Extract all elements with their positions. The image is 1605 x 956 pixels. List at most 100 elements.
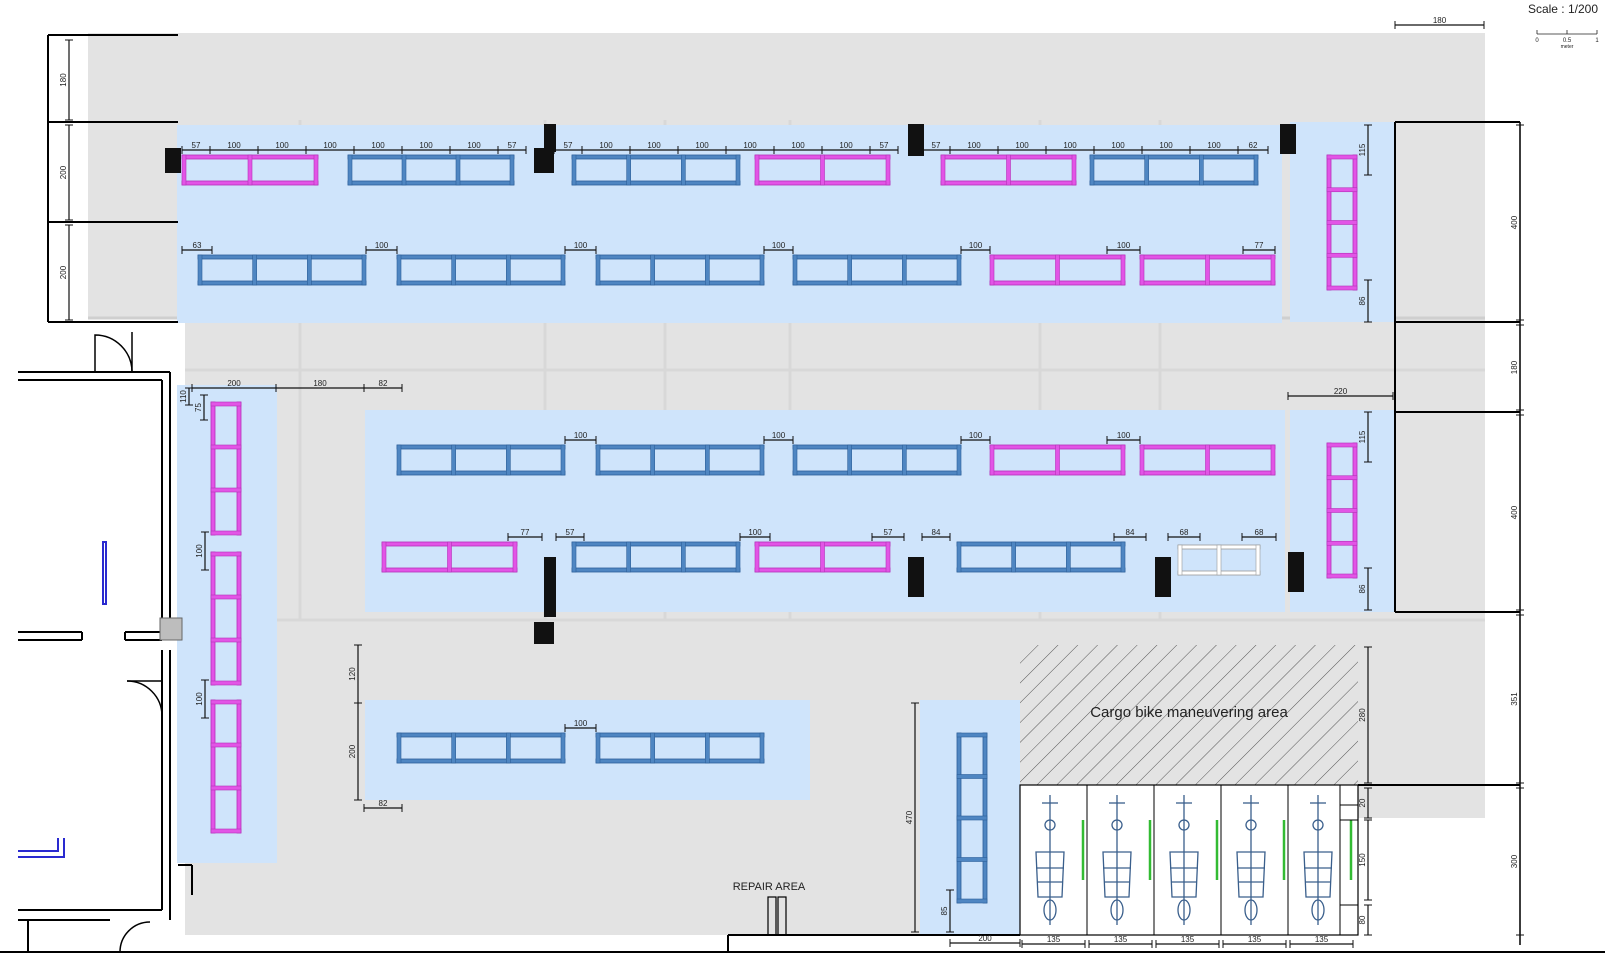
rack-blue [197,254,367,286]
rack-blue [792,254,962,286]
dimension-mark: 100 [195,531,209,571]
dimension-label: 100 [647,141,661,150]
dimension-mark: 300 [1510,787,1524,936]
dimension-mark: 82 [363,799,403,812]
dimension-label: 110 [179,390,188,403]
dimension-label: 100 [375,241,389,250]
dimension-label: 20 [1358,798,1367,807]
dimension-label: 115 [1358,143,1367,156]
rack-pink [754,154,891,186]
dimension-label: 62 [1249,141,1258,150]
cargo-bike-icon [1035,795,1065,925]
dimension-label: 100 [1015,141,1029,150]
dimension-mark: 135 [1222,935,1287,948]
rack-blue [347,154,515,186]
dimension-label: 100 [419,141,433,150]
dimension-label: 57 [932,141,941,150]
dimension-label: 280 [1358,708,1367,722]
cargo-bike-icon [1236,795,1266,925]
pillar [544,124,556,152]
dimension-mark: 200 [348,702,362,801]
dimension-label: 135 [1047,935,1061,944]
pillars [165,124,1304,644]
scale-bar [1536,30,1598,35]
dimension-label: 86 [1358,584,1367,593]
rack-blue [956,541,1126,573]
dimension-mark: 80 [1358,904,1372,936]
rack-blue [595,254,765,286]
dimension-label: 100 [574,431,588,440]
dimension-label: 200 [227,379,241,388]
dimension-label: 100 [574,241,588,250]
cargo-bike-bay [1153,785,1219,935]
cargo-maneuvering-label: Cargo bike maneuvering area [1090,704,1288,721]
dimension-mark: 68 [1241,528,1277,541]
dimension-label: 100 [748,528,762,537]
walls [0,34,1605,953]
rack-blue [571,541,741,573]
dimension-mark: 82 [363,379,403,392]
dimension-label: 135 [1181,935,1195,944]
dimension-mark: 86 [1358,279,1372,323]
dimension-label: 57 [192,141,201,150]
dimension-label: 200 [978,934,992,943]
dimension-label: 75 [194,403,203,412]
dimension-label: 100 [1117,241,1131,250]
rack-pink [1326,154,1358,291]
dimension-mark: 220 [1287,387,1394,400]
cargo-maneuvering-area [1020,645,1358,785]
dimension-label: 68 [1255,528,1264,537]
rack-blue [396,254,566,286]
dimension-label: 180 [1510,360,1519,374]
cargo-bike-icon [1102,795,1132,925]
pillar [165,148,181,173]
dimension-label: 180 [59,73,68,87]
blue-door-marks [18,541,107,858]
scale-label: Scale : 1/200 [1528,2,1598,16]
dimension-mark: 351 [1510,614,1524,784]
cargo-bike-bay [1086,785,1152,935]
dimension-label: 200 [59,165,68,179]
rack-blue [956,732,988,904]
dimension-mark: 77 [1242,241,1276,254]
dimension-label: 84 [1126,528,1135,537]
dimension-label: 100 [227,141,241,150]
dimension-mark: 100 [365,241,398,254]
dimension-mark: 180 [59,39,73,121]
dimension-mark: 63 [181,241,213,254]
dimension-label: 57 [566,528,575,537]
dimension-mark: 100 [739,528,771,541]
dimension-label: 82 [379,379,388,388]
dimension-mark: 180 [1394,16,1485,29]
dimension-mark: 100 [763,431,794,444]
dimension-mark: 100 [564,431,597,444]
dimension-label: 200 [348,744,357,758]
dimension-mark: 100 [960,431,991,444]
cargo-bike-bays [1019,784,1359,936]
rack-pink [754,541,891,573]
repair-stand [767,896,787,936]
dimension-label: 77 [521,528,530,537]
dimension-label: 86 [1358,296,1367,305]
dimension-mark: 100 [763,241,794,254]
dimension-label: 115 [1358,430,1367,443]
dimension-label: 85 [940,906,949,915]
dimension-label: 100 [599,141,613,150]
pillar [908,124,924,156]
rack-pink [940,154,1077,186]
dimension-label: 100 [275,141,289,150]
dimension-mark: 115 [1358,411,1372,463]
dimension-label: 100 [195,544,204,558]
dimension-label: 84 [932,528,941,537]
dimension-label: 100 [1111,141,1125,150]
dimension-mark: 84 [1113,528,1147,541]
rack-blue [396,444,566,476]
dimension-mark: 150 [1358,819,1372,901]
dimension-label: 400 [1510,215,1519,229]
dimension-label: 200 [59,265,68,279]
dimension-label: 80 [1358,915,1367,924]
dimension-mark: 110 [179,387,193,406]
dimension-label: 100 [371,141,385,150]
